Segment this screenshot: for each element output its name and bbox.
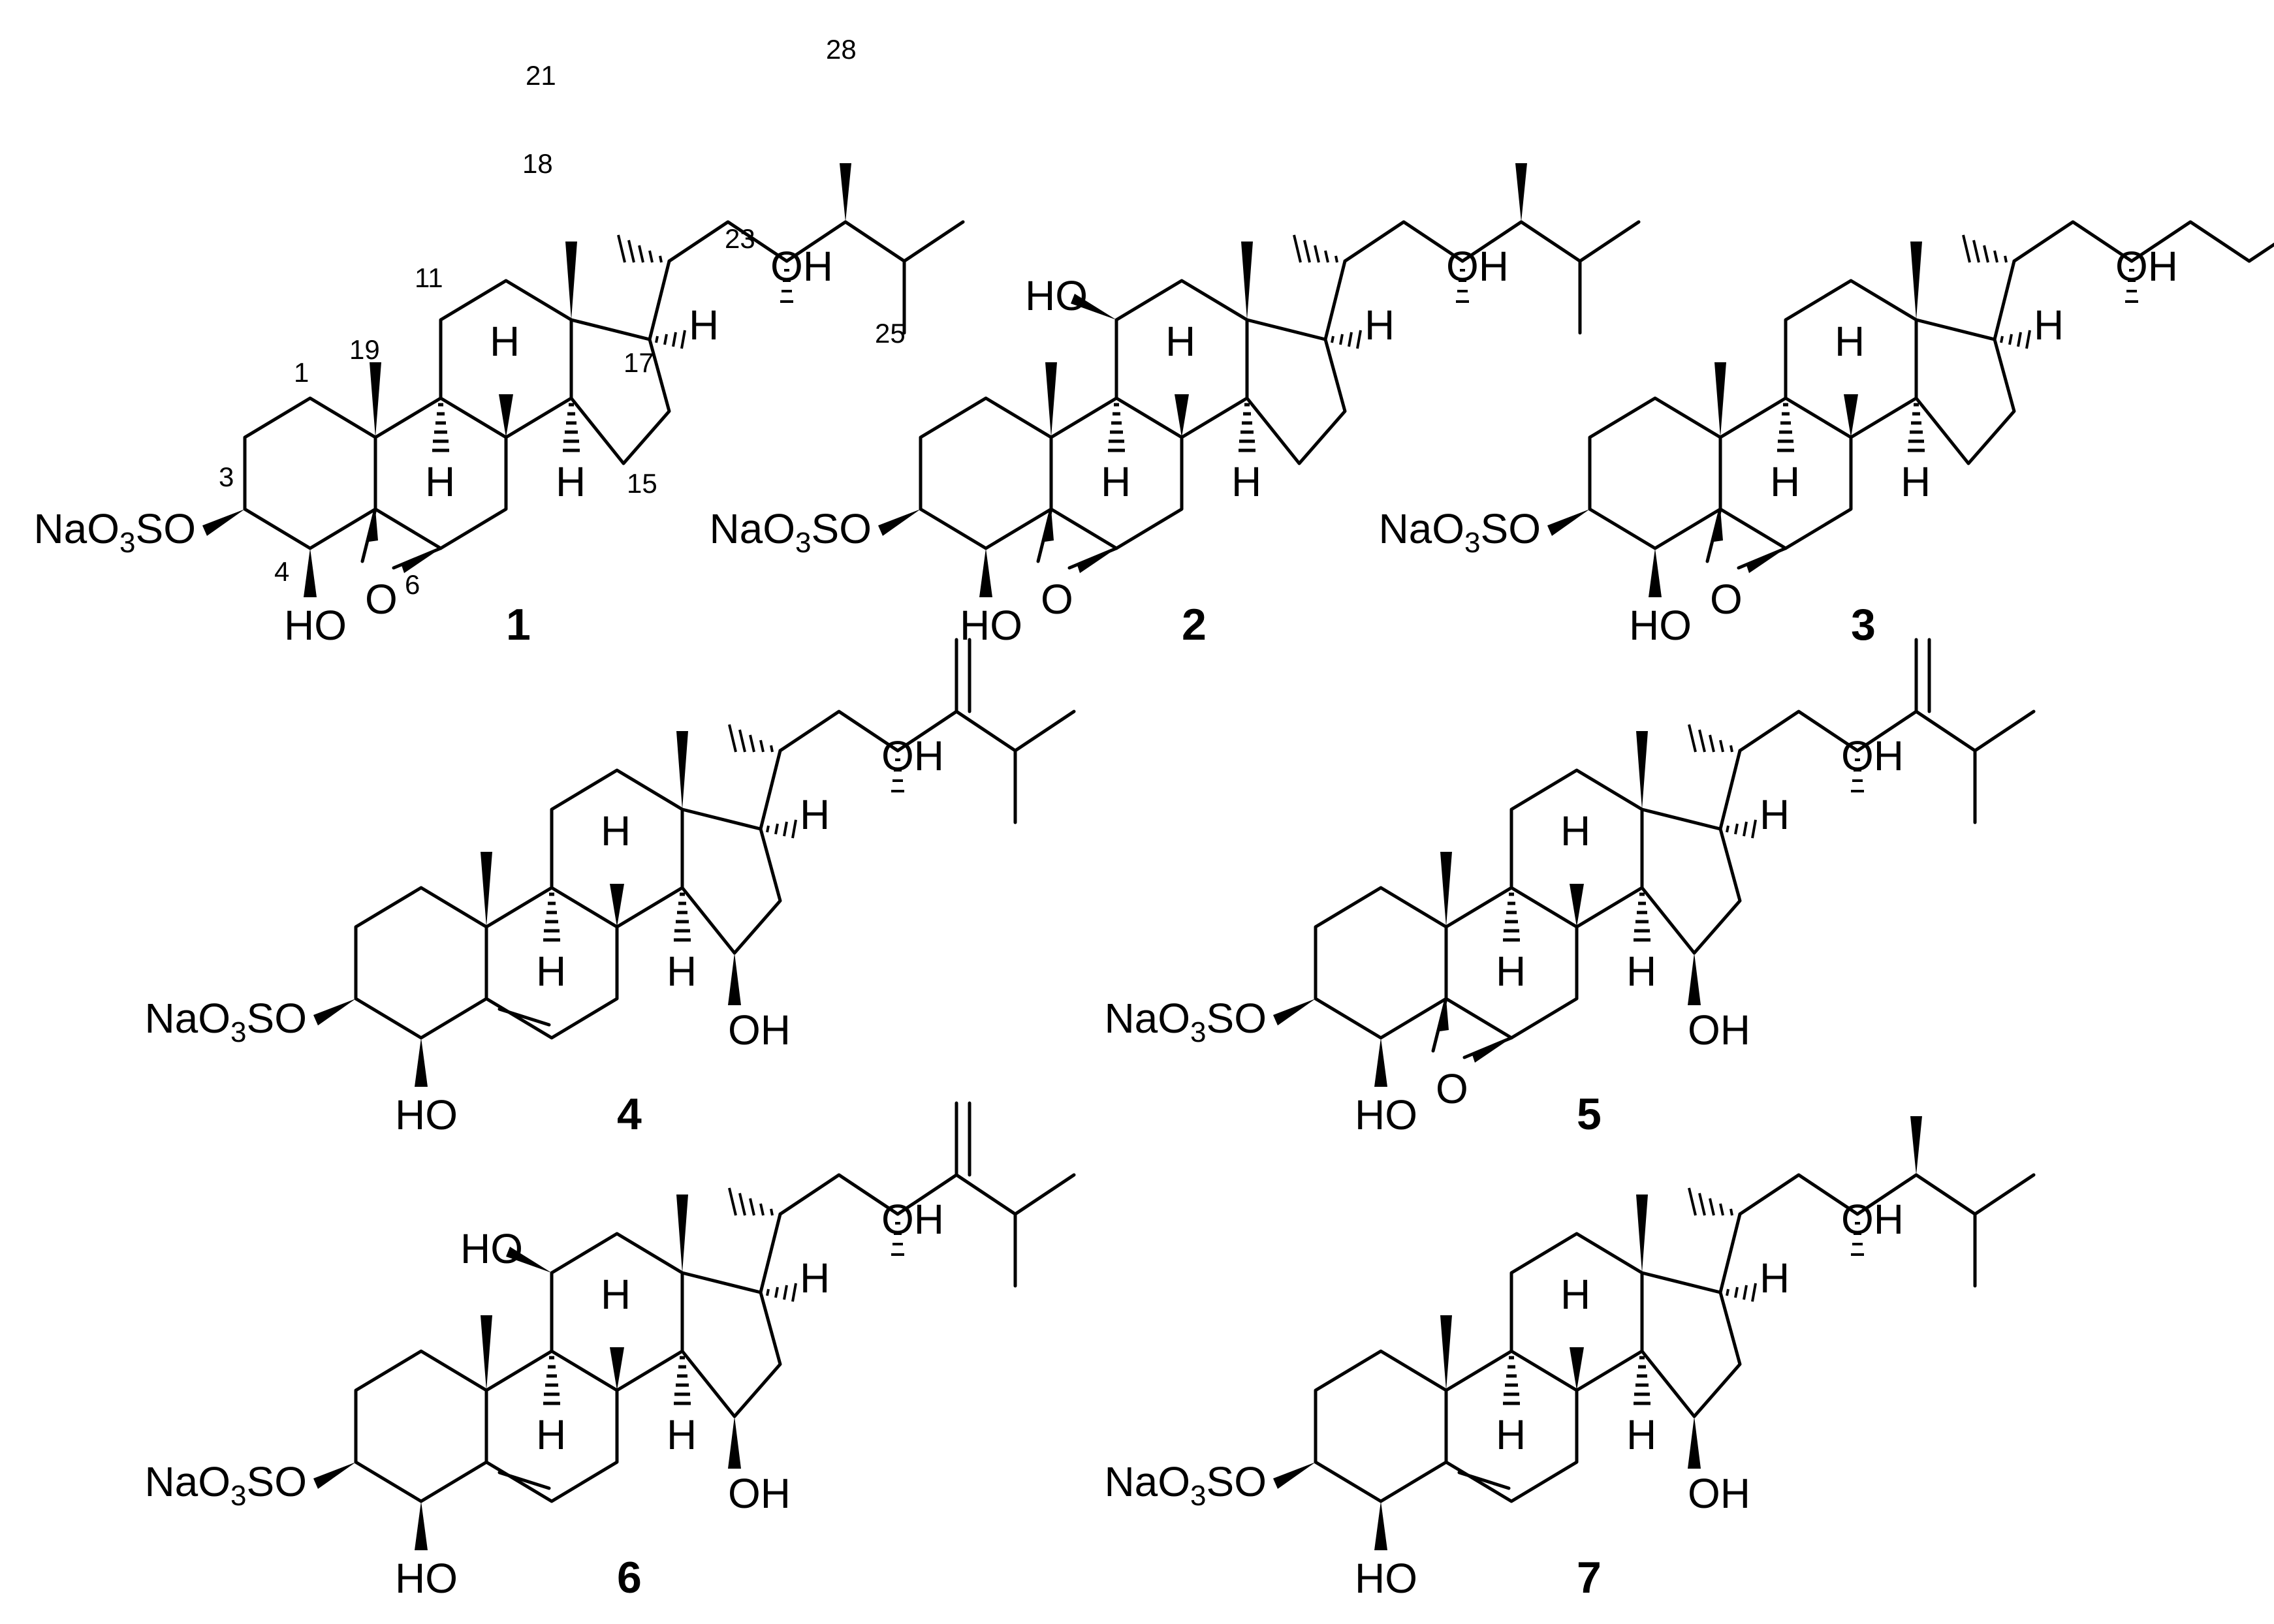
sulfate-label: NaO3SO [709,505,872,559]
h-label: H [1835,318,1865,365]
h-label: H [1770,458,1800,505]
svg-text:NaO3SO: NaO3SO [709,505,872,559]
compound-6: NaO3SO HO HO OH OH H H H H 6 [144,1103,1074,1602]
h-label: H [536,948,566,995]
h-label: H [1231,458,1261,505]
svg-text:NaO3SO: NaO3SO [1378,505,1541,559]
hydroxyl-label: OH [1688,1470,1750,1517]
sulfate-label: NaO3SO [144,1458,307,1512]
h-label: H [800,1255,830,1302]
h-label: H [1165,318,1195,365]
compound-3: NaO3SO HO O OH H H H H 3 [1378,150,2274,649]
sulfate-label: NaO3SO [1104,995,1267,1048]
epoxide-o-label: O [1710,576,1743,623]
hydroxyl-label: OH [1841,732,1904,779]
sulfate-label: NaO3SO [33,505,196,559]
locant-label: 18 [522,148,553,179]
h-label: H [2034,302,2064,349]
locant-label: 23 [725,223,755,254]
hydroxyl-label: HO [460,1225,523,1272]
epoxide-o-label: O [1041,576,1073,623]
h-label: H [667,948,697,995]
h-label: H [490,318,520,365]
compound-4: NaO3SO HO OH OH H H H H 4 [144,640,1074,1139]
hydroxyl-label: OH [1446,243,1509,290]
locant-label: 3 [219,461,234,492]
compound-2: NaO3SO HO O HO OH H H H H 2 [709,163,1639,649]
hydroxyl-label: OH [1688,1007,1750,1054]
compound-5: NaO3SO HO O OH OH H H H H 5 [1104,640,2034,1139]
locant-label: 6 [405,569,420,600]
locant-label: 15 [627,468,657,499]
locant-label: 11 [415,262,443,293]
locant-label: 28 [826,34,857,65]
compound-number: 3 [1851,600,1876,649]
h-label: H [425,458,455,505]
h-label: H [536,1411,566,1458]
svg-text:NaO3SO: NaO3SO [144,1458,307,1512]
hydroxyl-label: OH [881,732,944,779]
h-label: H [689,302,719,349]
h-label: H [1496,948,1526,995]
svg-text:NaO3SO: NaO3SO [1104,995,1267,1048]
hydroxyl-label: HO [1025,272,1088,319]
h-label: H [556,458,586,505]
locant-label: 17 [624,347,654,378]
hydroxyl-label: HO [1629,602,1692,649]
h-label: H [1560,1271,1590,1318]
epoxide-o-label: O [365,576,398,623]
sulfate-label: NaO3SO [1104,1458,1267,1512]
h-label: H [1101,458,1131,505]
compound-7: NaO3SO HO OH OH H H H H 7 [1104,1116,2034,1602]
h-label: H [601,807,631,854]
locant-label: 21 [526,60,556,91]
h-label: H [1626,948,1656,995]
compound-number: 5 [1577,1089,1602,1139]
svg-text:NaO3SO: NaO3SO [1104,1458,1267,1512]
hydroxyl-label: OH [770,243,833,290]
h-label: H [1626,1411,1656,1458]
compound-number: 2 [1182,600,1207,649]
h-label: H [800,791,830,838]
sulfate-label: NaO3SO [1378,505,1541,559]
sulfate-label: NaO3SO [144,995,307,1048]
compound-number: 6 [617,1553,642,1602]
locant-label: 1 [294,357,309,388]
hydroxyl-label: HO [1355,1555,1417,1602]
hydroxyl-label: HO [1355,1091,1417,1138]
h-label: H [1760,1255,1790,1302]
h-label: H [1760,791,1790,838]
h-label: H [1560,807,1590,854]
hydroxyl-label: OH [2115,243,2178,290]
locant-label: 4 [274,556,289,587]
svg-text:NaO3SO: NaO3SO [144,995,307,1048]
hydroxyl-label: OH [728,1007,791,1054]
hydroxyl-label: OH [881,1196,944,1243]
h-label: H [667,1411,697,1458]
compound-number: 7 [1577,1553,1602,1602]
hydroxyl-label: HO [395,1091,458,1138]
compound-number: 1 [506,600,531,649]
hydroxyl-label: HO [395,1555,458,1602]
h-label: H [1365,302,1395,349]
h-label: H [1901,458,1931,505]
locant-label: 25 [875,318,906,349]
svg-text:NaO3SO: NaO3SO [33,505,196,559]
compound-1: NaO3SO HO O OH H H H H 21 28 23 18 25 11… [33,34,963,649]
h-label: H [601,1271,631,1318]
h-label: H [1496,1411,1526,1458]
compound-number: 4 [617,1089,642,1139]
hydroxyl-label: OH [1841,1196,1904,1243]
hydroxyl-label: OH [728,1470,791,1517]
epoxide-o-label: O [1436,1065,1468,1112]
locant-label: 19 [349,334,380,365]
hydroxyl-label: HO [284,602,347,649]
